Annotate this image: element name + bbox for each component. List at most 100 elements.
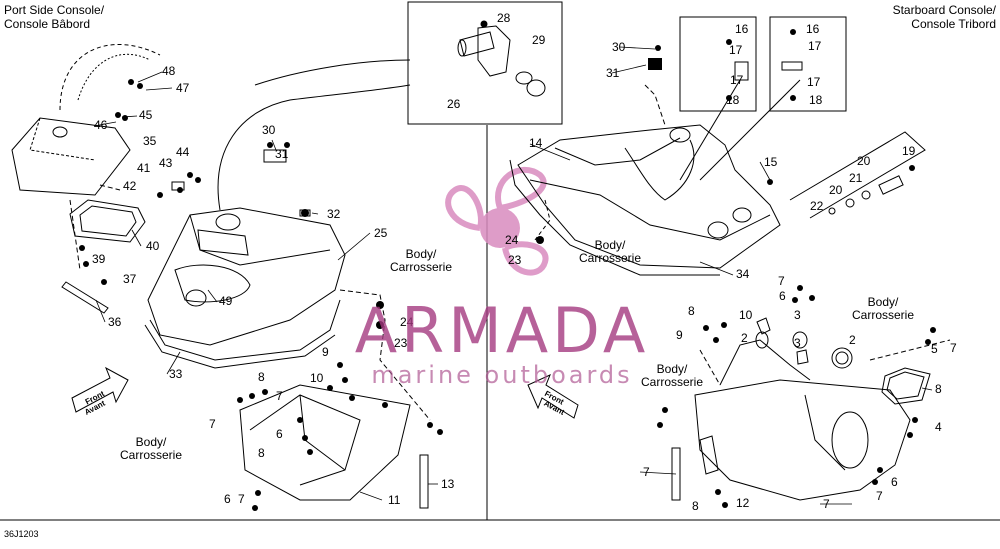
starboard-console-34 (517, 124, 781, 269)
body-label-right: Body/ (868, 295, 899, 309)
callout-starboard-22: 22 (810, 199, 824, 213)
body-label-center-left: Carrosserie (390, 260, 452, 274)
latch-cylinder (459, 31, 495, 57)
callout-starboard-10: 10 (739, 308, 753, 322)
callout-port-7: 7 (276, 389, 283, 403)
callout-starboard-20: 20 (857, 154, 871, 168)
callout-leader (619, 46, 656, 50)
watermark-propeller-logo (445, 166, 549, 276)
callout-leader (145, 87, 173, 91)
seal-5 (831, 347, 853, 369)
callout-port-39: 39 (92, 252, 106, 266)
callout-leader (207, 289, 218, 303)
callout-port-41: 41 (137, 161, 151, 175)
callout-starboard-12: 12 (736, 496, 750, 510)
callout-leader (311, 212, 319, 215)
callout-starboard-16: 16 (806, 22, 820, 36)
drawing-code: 36J1203 (4, 529, 39, 539)
callout-leader (271, 139, 277, 151)
callout-starboard-7: 7 (876, 489, 883, 503)
body-label-bottom-left: Carrosserie (120, 448, 182, 462)
callout-port-6: 6 (224, 492, 231, 506)
callout-port-13: 13 (441, 477, 455, 491)
callout-starboard-19: 19 (902, 144, 916, 158)
port-title-line-1: Port Side Console/ (4, 3, 105, 17)
callout-starboard-21: 21 (849, 171, 863, 185)
callout-port-8: 8 (258, 446, 265, 460)
callout-topbox-28: 28 (497, 11, 511, 25)
callout-leader (131, 229, 142, 247)
callout-starboard-3: 3 (794, 308, 801, 322)
callout-starboard-18: 18 (809, 93, 823, 107)
trim-ring-4 (881, 367, 931, 405)
hardware-detail-box (407, 1, 563, 125)
callout-starboard-6: 6 (779, 289, 786, 303)
latch-plate-29 (477, 25, 511, 77)
callout-topbox-26: 26 (447, 97, 461, 111)
watermark-brand: ARMADA (354, 294, 650, 367)
watermark-tagline: marine outboards (371, 361, 633, 389)
callout-starboard-23: 23 (508, 253, 522, 267)
callout-starboard-18: 18 (726, 93, 740, 107)
port-title-line-2: Console Bâbord (4, 17, 91, 31)
callout-leader (93, 121, 117, 127)
callout-starboard-7: 7 (778, 274, 785, 288)
callout-port-9: 9 (322, 345, 329, 359)
callout-port-7: 7 (209, 417, 216, 431)
callout-starboard-2: 2 (849, 333, 856, 347)
callout-starboard-20: 20 (829, 183, 843, 197)
callout-port-10: 10 (310, 371, 324, 385)
callout-starboard-17: 17 (807, 75, 821, 89)
port-console-25 (147, 207, 346, 346)
callout-starboard-14: 14 (529, 136, 543, 150)
callout-starboard-30: 30 (612, 40, 626, 54)
callout-starboard-5: 5 (931, 342, 938, 356)
starboard-title-line-2: Console Tribord (911, 17, 996, 31)
callout-port-31: 31 (275, 147, 289, 161)
callout-starboard-7: 7 (950, 341, 957, 355)
port-side-console-title: Port Side Console/ Console Bâbord (4, 3, 104, 31)
watermark: ARMADA marine outboards (352, 294, 652, 389)
callout-starboard-4: 4 (935, 420, 942, 434)
callout-leader (137, 71, 163, 83)
gasket-33 (149, 299, 341, 361)
callout-starboard-15: 15 (764, 155, 778, 169)
callout-starboard-8: 8 (692, 499, 699, 513)
callout-starboard-6: 6 (891, 475, 898, 489)
starboard-console-title: Starboard Console/ Console Tribord (893, 3, 996, 31)
callout-starboard-2: 2 (741, 331, 748, 345)
callout-port-32: 32 (327, 207, 341, 221)
bracket-36 (61, 281, 109, 314)
callout-port-48: 48 (162, 64, 176, 78)
starboard-title-line-1: Starboard Console/ (892, 3, 996, 17)
callout-leader (921, 387, 933, 391)
callout-starboard-17: 17 (730, 73, 744, 87)
callout-starboard-17: 17 (729, 43, 743, 57)
callout-leader (529, 143, 571, 161)
callout-leader (611, 64, 647, 74)
body-label-bottom-center: Body/ (657, 362, 688, 376)
callout-leader (337, 232, 371, 261)
callout-starboard-34: 34 (736, 267, 750, 281)
port-side-parts (11, 43, 443, 511)
foam-strip-13 (419, 454, 429, 509)
callout-leader (699, 261, 734, 276)
callout-leader (121, 115, 138, 118)
callout-port-43: 43 (159, 156, 173, 170)
callout-leader (95, 299, 106, 323)
callout-port-8: 8 (258, 370, 265, 384)
callout-starboard-8: 8 (935, 382, 942, 396)
callout-port-49: 49 (219, 294, 233, 308)
callout-port-24: 24 (400, 315, 414, 329)
callout-starboard-17: 17 (808, 39, 822, 53)
body-label-center-left: Body/ (406, 247, 437, 261)
front-arrow-left (71, 366, 129, 413)
body-label-right: Carrosserie (852, 308, 914, 322)
callout-port-6: 6 (276, 427, 283, 441)
bracket-detail-box-1 (679, 16, 757, 112)
callout-starboard-8: 8 (688, 304, 695, 318)
starboard-parts (509, 29, 951, 508)
callout-port-35: 35 (143, 134, 157, 148)
